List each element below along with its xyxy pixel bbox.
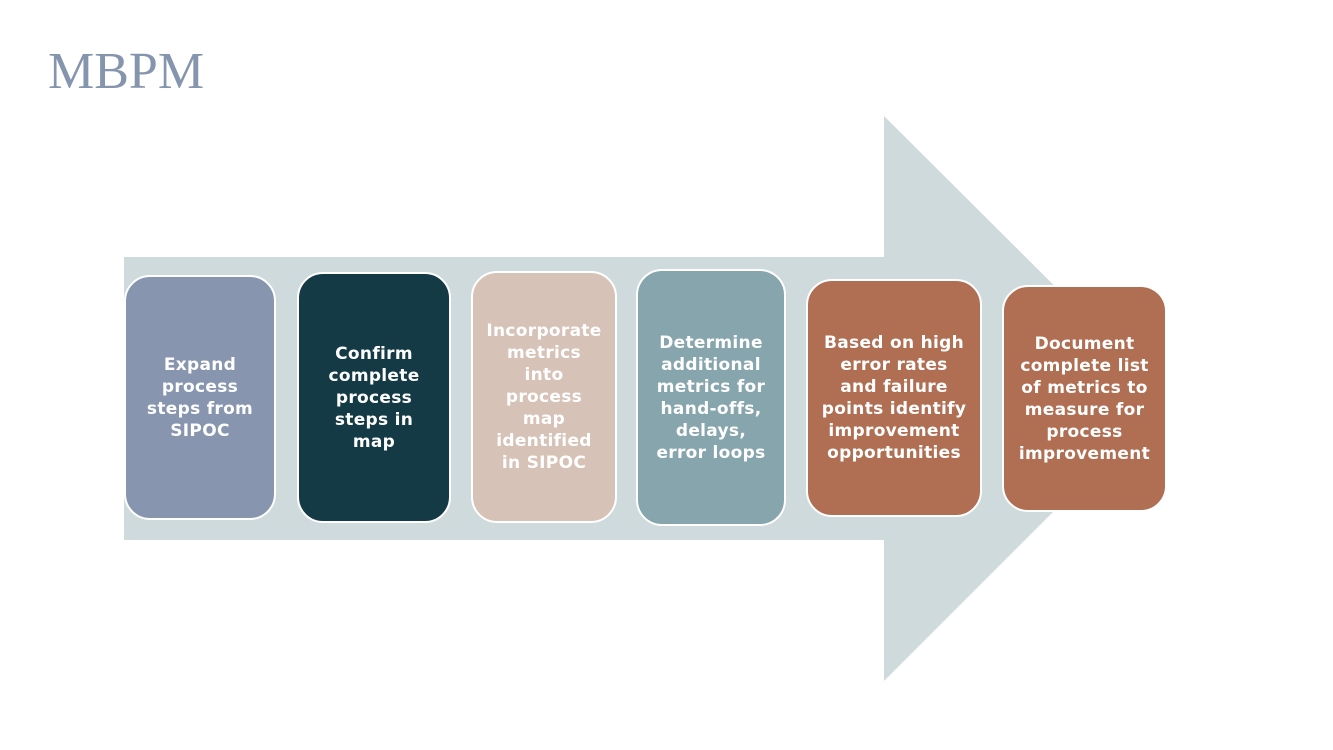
step-identify-improvement-opportunities: Based on high error rates and failure po… [806,279,982,517]
step-incorporate-metrics: Incorporate metrics into process map ide… [471,271,617,523]
step-expand-process-steps: Expand process steps from SIPOC [124,275,276,520]
step-confirm-process-steps: Confirm complete process steps in map [297,272,451,523]
step-determine-additional-metrics: Determine additional metrics for hand-of… [636,269,786,526]
step-text: Determine additional metrics for hand-of… [656,332,766,463]
step-text: Expand process steps from SIPOC [146,354,254,441]
step-text: Document complete list of metrics to mea… [1018,333,1151,464]
step-text: Confirm complete process steps in map [328,343,420,452]
step-document-metrics-list: Document complete list of metrics to mea… [1002,285,1167,512]
step-text: Incorporate metrics into process map ide… [486,321,602,473]
step-text: Based on high error rates and failure po… [821,333,967,463]
page-title: MBPM [48,43,205,100]
